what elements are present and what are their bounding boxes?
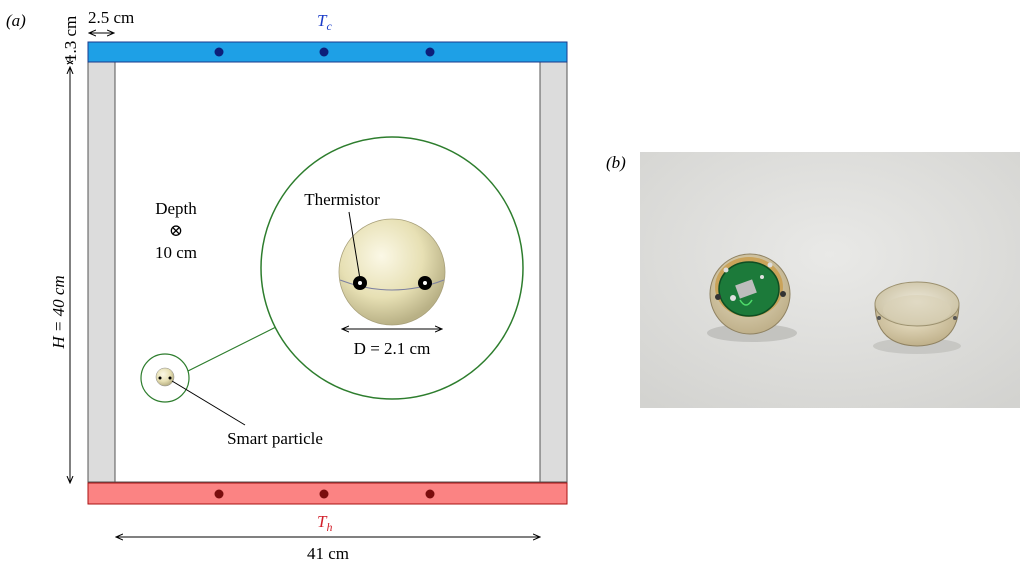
small-thermistor-dot bbox=[158, 376, 162, 380]
cold-sensor-dot bbox=[319, 47, 329, 57]
plate-thickness-tick bbox=[66, 60, 74, 65]
right-wall bbox=[539, 61, 568, 483]
cold-sensor-dot bbox=[425, 47, 435, 57]
panel-b-label: (b) bbox=[606, 153, 626, 172]
plate-thickness-label: 1.3 cm bbox=[61, 16, 80, 62]
hot-sensor-dot bbox=[214, 489, 224, 499]
depth-label: Depth bbox=[155, 199, 197, 218]
particle-small-circle bbox=[140, 353, 190, 403]
hot-sensor-dot bbox=[425, 489, 435, 499]
panel-a-label: (a) bbox=[6, 11, 26, 30]
smart-particle-large bbox=[338, 218, 446, 326]
cold-sensor-dot bbox=[214, 47, 224, 57]
diameter-label: D = 2.1 cm bbox=[354, 339, 431, 358]
particle-seam bbox=[339, 279, 445, 291]
small-thermistor-dot bbox=[168, 376, 172, 380]
width-label: 41 cm bbox=[307, 544, 349, 563]
thermistor-label: Thermistor bbox=[304, 190, 380, 209]
height-label: H = 40 cm bbox=[49, 275, 68, 349]
particle-label: Smart particle bbox=[227, 429, 323, 448]
cold-plate-label: Tc bbox=[317, 11, 332, 33]
particle-photo bbox=[640, 152, 1020, 408]
smart-particle-small bbox=[155, 367, 175, 387]
left-wall bbox=[87, 61, 116, 483]
depth-symbol: ⊗ bbox=[169, 221, 183, 240]
zoom-connector bbox=[187, 326, 277, 372]
hot-plate-label: Th bbox=[317, 512, 332, 534]
wall-thickness-label: 2.5 cm bbox=[88, 8, 134, 27]
thermistor-pointer bbox=[348, 211, 361, 280]
hot-sensor-dot bbox=[319, 489, 329, 499]
depth-value: 10 cm bbox=[155, 243, 197, 262]
particle-pointer bbox=[171, 380, 246, 426]
